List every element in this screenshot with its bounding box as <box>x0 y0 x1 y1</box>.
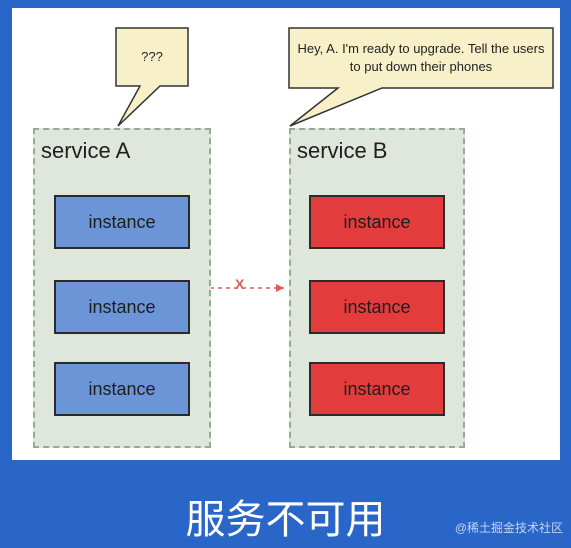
service-a-title: service A <box>41 138 131 163</box>
service-b-instance-1: instance <box>309 195 445 249</box>
right-bubble-text: Hey, A. I'm ready to upgrade. Tell the u… <box>297 41 545 74</box>
left-bubble-text: ??? <box>141 49 163 64</box>
service-a-instance-1: instance <box>54 195 190 249</box>
blocked-connection-arrowhead <box>276 284 284 292</box>
footer-title: 服务不可用 <box>185 497 386 543</box>
service-b-title: service B <box>297 138 388 163</box>
left-speech-bubble <box>115 27 189 127</box>
right-speech-bubble <box>288 27 554 127</box>
service-a-instance-2: instance <box>54 280 190 334</box>
service-a-instance-3: instance <box>54 362 190 416</box>
watermark-text: @稀土掘金技术社区 <box>454 521 563 535</box>
connection-blocked-label: X <box>235 276 245 292</box>
service-b-instance-3: instance <box>309 362 445 416</box>
service-b-instance-2: instance <box>309 280 445 334</box>
